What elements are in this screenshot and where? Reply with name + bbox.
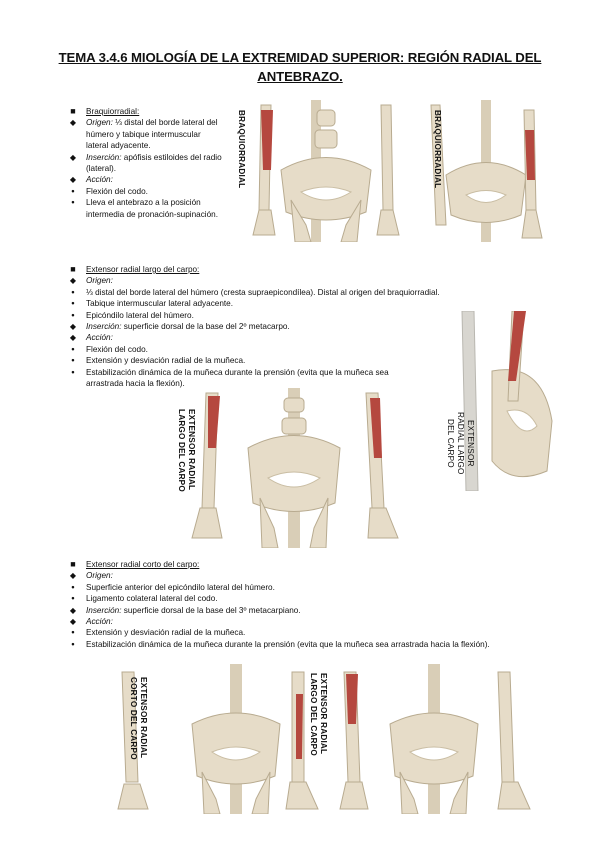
origen-label: Origen:	[86, 571, 113, 581]
list-item: •Tabique intermuscular lateral adyacente…	[66, 298, 490, 309]
figure-label: EXTENSOR RADIAL LARGO DEL CARPO	[309, 672, 328, 756]
dot-bullet-icon: •	[71, 343, 75, 354]
dot-bullet-icon: •	[71, 185, 75, 196]
insercion-text: superficie dorsal de la base del 2º meta…	[121, 322, 290, 332]
list-item: •Epicóndilo lateral del húmero.	[66, 310, 490, 321]
figure-label: EXTENSOR RADIAL CORTO DEL CARPO	[129, 676, 148, 760]
anatomy-figure-ercc-compare	[338, 664, 538, 814]
list-item: •Estabilización dinámica de la muñeca du…	[66, 639, 566, 650]
dot-bullet-icon: •	[71, 581, 75, 592]
square-bullet-icon: ■	[70, 264, 76, 274]
figure-label: BRAQUIORRADIAL	[433, 109, 442, 189]
dot-bullet-icon: •	[71, 593, 75, 604]
page-title: TEMA 3.4.6 MIOLOGÍA DE LA EXTREMIDAD SUP…	[58, 50, 542, 84]
accion-label: Acción:	[86, 333, 113, 343]
figure-label: EXTENSOR RADIAL LARGO DEL CARPO	[446, 411, 475, 475]
list-item: •Ligamento colateral lateral del codo.	[66, 593, 566, 604]
list-item: ◆ Acción:	[66, 174, 222, 185]
insercion-text: superficie dorsal de la base del 3º meta…	[121, 605, 301, 615]
list-item: ◆ Acción:	[66, 616, 566, 627]
list-item: •Estabilización dinámica de la muñeca du…	[66, 367, 406, 390]
anatomy-figure-erlc-front	[170, 388, 416, 548]
origen-label: Origen:	[86, 118, 113, 128]
dot-bullet-icon: •	[71, 298, 75, 309]
square-bullet-icon: ■	[70, 106, 76, 116]
section-heading: Extensor radial largo del carpo:	[86, 265, 200, 274]
list-item: ◆ Origen: ⅓ distal del borde lateral del …	[66, 117, 222, 151]
insercion-text: apófisis estiloides del radio (lateral).	[86, 152, 222, 174]
diamond-bullet-icon: ◆	[69, 605, 77, 615]
diamond-bullet-icon: ◆	[69, 276, 77, 286]
list-item: •Lleva el antebrazo a la posición interm…	[66, 197, 222, 220]
anatomy-figure-braquiorradial-lateral	[426, 100, 552, 242]
square-bullet-icon: ■	[70, 559, 76, 569]
list-item: ◆ Inserción: superficie dorsal de la base…	[66, 321, 490, 332]
dot-bullet-icon: •	[71, 197, 75, 208]
list-item: ■ Braquiorradial:	[66, 106, 222, 117]
anatomy-figure-erlc-lateral	[452, 311, 556, 491]
list-item: ◆ Inserción: apófisis estiloides del radi…	[66, 152, 222, 175]
list-item: •⅓ distal del borde lateral del húmero (…	[66, 287, 546, 298]
list-item: •Flexión del codo.	[66, 344, 490, 355]
list-item: •Extensión y desviación radial de la muñ…	[66, 355, 490, 366]
accion-label: Acción:	[86, 617, 113, 627]
list-item: ◆ Acción:	[66, 332, 490, 343]
diamond-bullet-icon: ◆	[69, 175, 77, 185]
figure-label: BRAQUIORRADIAL	[237, 109, 246, 189]
list-item: ◆ Inserción: superficie dorsal de la base…	[66, 605, 566, 616]
diamond-bullet-icon: ◆	[69, 118, 77, 128]
list-item: •Flexión del codo.	[66, 186, 222, 197]
section-ercc: ■ Extensor radial corto del carpo: ◆ Orige…	[66, 559, 566, 650]
dot-bullet-icon: •	[71, 355, 75, 366]
dot-bullet-icon: •	[71, 366, 75, 377]
section-heading: Braquiorradial:	[86, 107, 140, 116]
section-erlc: ■ Extensor radial largo del carpo: ◆ Orige…	[66, 264, 490, 389]
dot-bullet-icon: •	[71, 638, 75, 649]
diamond-bullet-icon: ◆	[69, 322, 77, 332]
diamond-bullet-icon: ◆	[69, 617, 77, 627]
diamond-bullet-icon: ◆	[69, 571, 77, 581]
insercion-label: Inserción:	[86, 152, 122, 162]
origen-text: ⅓ distal del borde lateral del húmero y …	[86, 118, 218, 151]
section-braquiorradial: ■ Braquiorradial: ◆ Origen: ⅓ distal del b…	[66, 106, 222, 220]
insercion-label: Inserción:	[86, 605, 122, 615]
dot-bullet-icon: •	[71, 286, 75, 297]
list-item: ◆ Origen:	[66, 275, 490, 286]
list-item: ■ Extensor radial corto del carpo:	[66, 559, 566, 570]
anatomy-figure-ercc-front	[112, 664, 334, 814]
dot-bullet-icon: •	[71, 627, 75, 638]
dot-bullet-icon: •	[71, 309, 75, 320]
figure-label: EXTENSOR RADIAL LARGO DEL CARPO	[177, 408, 196, 492]
insercion-label: Inserción:	[86, 322, 122, 332]
list-item: •Extensión y desviación radial de la muñ…	[66, 627, 566, 638]
diamond-bullet-icon: ◆	[69, 333, 77, 343]
accion-label: Acción:	[86, 175, 113, 185]
origen-label: Origen:	[86, 276, 113, 286]
list-item: ◆ Origen:	[66, 570, 566, 581]
list-item: •Superficie anterior del epicóndilo late…	[66, 582, 566, 593]
list-item: ■ Extensor radial largo del carpo:	[66, 264, 490, 275]
diamond-bullet-icon: ◆	[69, 152, 77, 162]
section-heading: Extensor radial corto del carpo:	[86, 560, 200, 569]
anatomy-figure-braquiorradial-front	[231, 100, 421, 242]
